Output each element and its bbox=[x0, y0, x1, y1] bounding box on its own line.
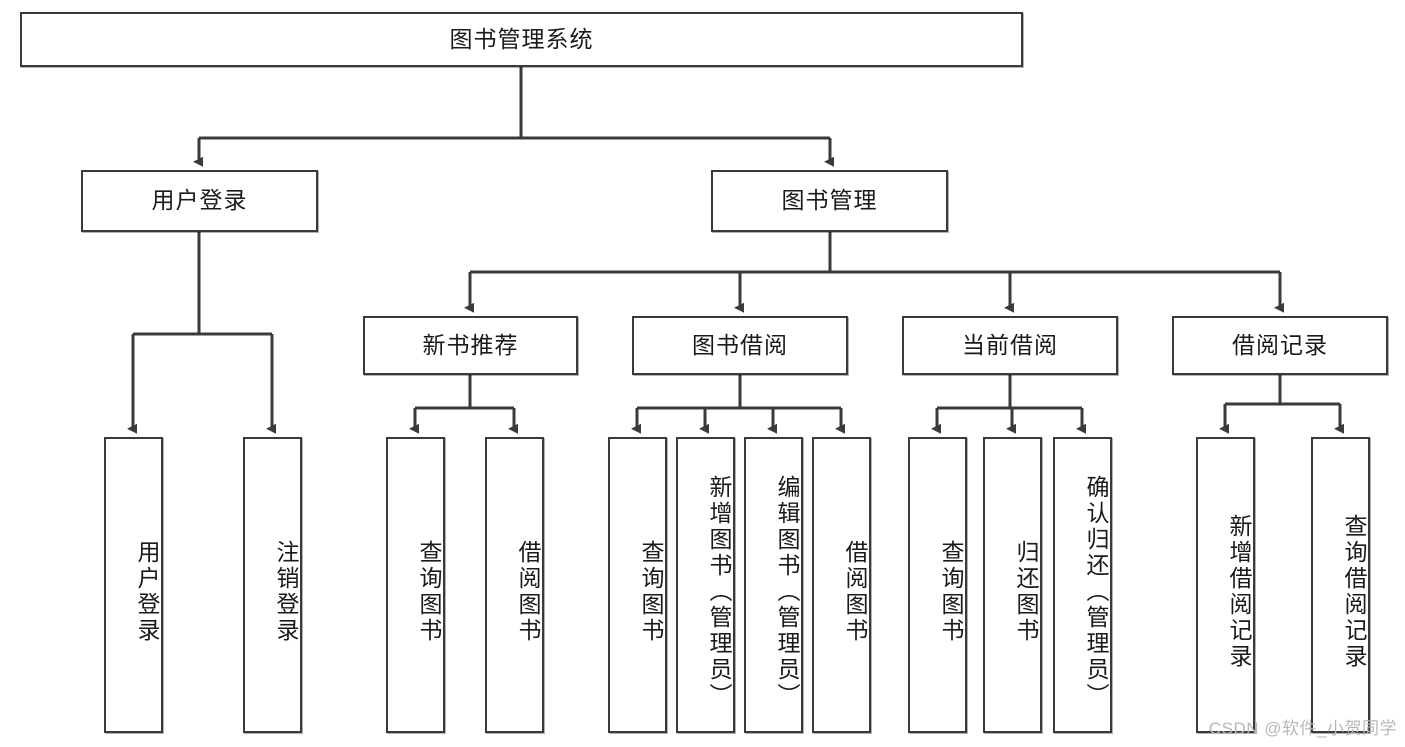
watermark-text: CSDN @软件_小贺同学 bbox=[1208, 719, 1397, 738]
node-leaf-borrow-query-book[interactable]: 查询图书 bbox=[608, 437, 667, 733]
node-label: 当前借阅 bbox=[962, 331, 1058, 358]
node-label: 新书推荐 bbox=[422, 331, 519, 358]
node-user-login[interactable]: 用户登录 bbox=[81, 170, 318, 232]
node-label: 借阅图书 bbox=[842, 540, 868, 644]
node-leaf-user-logout[interactable]: 注销登录 bbox=[243, 437, 302, 733]
node-leaf-current-confirm-return-admin[interactable]: 确认归还（管理员） bbox=[1053, 437, 1112, 733]
node-label: 图书借阅 bbox=[692, 331, 788, 358]
node-label: 查询图书 bbox=[638, 540, 664, 644]
node-new-book-recommendation[interactable]: 新书推荐 bbox=[363, 316, 578, 375]
node-leaf-borrow-add-book-admin[interactable]: 新增图书（管理员） bbox=[676, 437, 735, 733]
node-leaf-record-query-record[interactable]: 查询借阅记录 bbox=[1311, 437, 1370, 733]
node-book-management[interactable]: 图书管理 bbox=[711, 170, 948, 232]
node-leaf-current-return-book[interactable]: 归还图书 bbox=[983, 437, 1042, 733]
node-label: 借阅图书 bbox=[515, 540, 541, 644]
node-leaf-rec-query-book[interactable]: 查询图书 bbox=[386, 437, 445, 733]
node-current-borrowing[interactable]: 当前借阅 bbox=[902, 316, 1118, 375]
node-label: 新增借阅记录 bbox=[1226, 514, 1252, 670]
node-label: 新增图书（管理员） bbox=[706, 475, 732, 709]
node-borrowing-records[interactable]: 借阅记录 bbox=[1172, 316, 1388, 375]
node-label: 注销登录 bbox=[273, 540, 299, 644]
node-leaf-borrow-borrow-book[interactable]: 借阅图书 bbox=[812, 437, 871, 733]
node-label: 用户登录 bbox=[134, 540, 160, 644]
node-leaf-user-login[interactable]: 用户登录 bbox=[104, 437, 163, 733]
node-leaf-record-add-record[interactable]: 新增借阅记录 bbox=[1196, 437, 1255, 733]
node-leaf-rec-borrow-book[interactable]: 借阅图书 bbox=[485, 437, 544, 733]
node-label: 查询借阅记录 bbox=[1341, 514, 1367, 670]
node-leaf-current-query-book[interactable]: 查询图书 bbox=[908, 437, 967, 733]
node-label: 编辑图书（管理员） bbox=[774, 475, 800, 709]
node-root-book-management-system[interactable]: 图书管理系统 bbox=[20, 12, 1023, 67]
node-book-borrowing[interactable]: 图书借阅 bbox=[632, 316, 848, 375]
node-label: 用户登录 bbox=[151, 187, 248, 214]
node-label: 归还图书 bbox=[1013, 540, 1039, 644]
node-label: 确认归还（管理员） bbox=[1083, 475, 1109, 709]
node-label: 查询图书 bbox=[416, 540, 442, 644]
node-label: 借阅记录 bbox=[1232, 331, 1328, 358]
node-label: 图书管理系统 bbox=[449, 25, 594, 52]
node-label: 图书管理 bbox=[781, 187, 878, 214]
node-label: 查询图书 bbox=[938, 540, 964, 644]
node-leaf-borrow-edit-book-admin[interactable]: 编辑图书（管理员） bbox=[744, 437, 803, 733]
